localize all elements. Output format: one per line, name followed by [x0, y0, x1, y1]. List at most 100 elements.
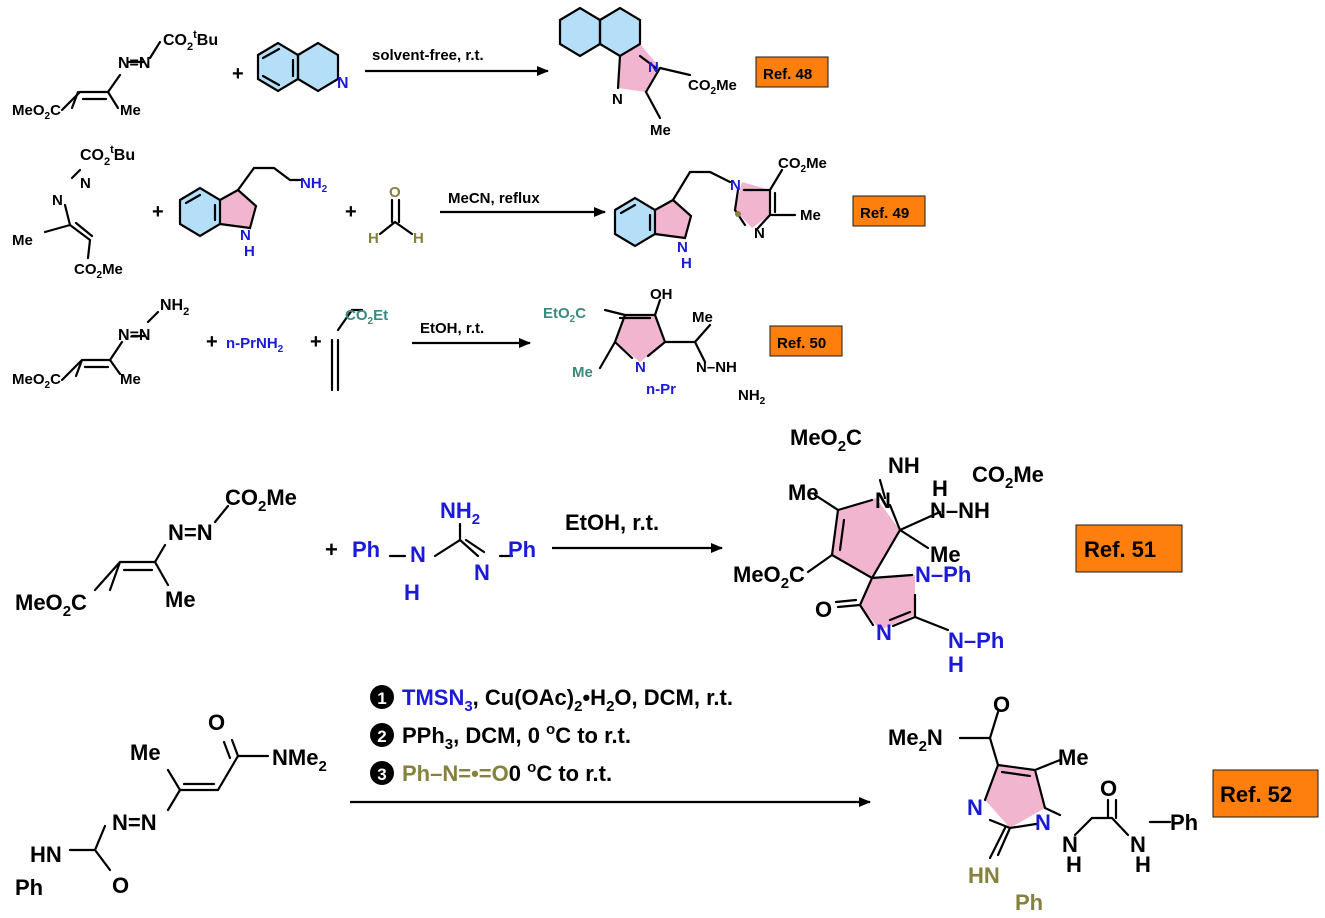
product48-ester: CO2Me — [688, 77, 737, 97]
hydrazone-reagent: NH2 N=N MeO2C Me — [12, 297, 189, 391]
r52-o: O — [208, 710, 225, 735]
formaldehyde-o: O — [389, 184, 401, 201]
product50-n: N — [635, 359, 646, 376]
hydrazone-nh2: NH2 — [160, 297, 189, 318]
n-label-a: N — [80, 175, 91, 192]
product-52: O Me2N Me O N N N Ph N H H HN Ph — [888, 692, 1198, 915]
formaldehyde: O H H — [368, 184, 424, 247]
ref-48-label: Ref. 48 — [763, 66, 812, 83]
p52-h2: H — [1135, 852, 1151, 877]
p51-h: H — [932, 476, 948, 501]
step-3-text: Ph–N=•=O0 oC to r.t. — [402, 759, 612, 786]
reaction-48: CO2tBu N=N MeO2C Me + N solvent-free, r.… — [12, 6, 829, 139]
product50-ester: EtO2C — [543, 305, 586, 325]
n-label-b: N — [52, 192, 63, 209]
ref-52-label: Ref. 52 — [1220, 782, 1292, 807]
reaction-conditions-52: 1 TMSN3, Cu(OAc)2•H2O, DCM, r.t. 2 PPh3, DC… — [370, 685, 733, 786]
plus-sign: + — [232, 63, 244, 85]
propylamine: n-PrNH2 — [226, 335, 284, 355]
p52-o2: O — [1100, 776, 1117, 801]
p52-n1: N — [967, 795, 983, 820]
r52-nme2: NMe2 — [272, 745, 327, 775]
hydrazone-me: Me — [120, 371, 141, 388]
condition-48: solvent-free, r.t. — [372, 47, 484, 64]
azoalkene-reagent-4: CO2Me N=N MeO2C Me — [15, 485, 297, 620]
diphenylguanidine: NH2 Ph N H N Ph — [352, 498, 536, 605]
hydrazone-n1: N=N — [118, 327, 150, 344]
ref-51-badge — [1075, 524, 1183, 573]
product49-indole-h: H — [681, 255, 692, 272]
ref-52-badge — [1212, 769, 1319, 818]
guanidine-ph2: Ph — [508, 537, 536, 562]
tryptamine-nh2: NH2 — [300, 175, 328, 195]
step-3-number: 3 — [377, 765, 386, 784]
guanidine-nh2: NH2 — [440, 498, 480, 528]
r52-me: Me — [130, 740, 161, 765]
reaction-50: NH2 N=N MeO2C Me + n-PrNH2 + CO2Et EtOH,… — [12, 286, 843, 407]
formaldehyde-h2: H — [413, 230, 424, 247]
product49-ester: CO2Me — [778, 155, 827, 175]
product-48: N N CO2Me Me — [558, 6, 737, 139]
condition-50: EtOH, r.t. — [420, 320, 484, 337]
methyl-ester-label: MeO2C — [12, 102, 61, 122]
r51-azo: N=N — [168, 520, 213, 545]
product-51: MeO2C NH H CO2Me Me N N–NH Me MeO2C N–Ph… — [733, 425, 1044, 677]
ester-label: CO2tBu — [163, 29, 218, 53]
p52-o: O — [993, 692, 1010, 717]
p51-nhph: N–Ph — [948, 628, 1004, 653]
carbon-marker — [735, 211, 741, 217]
step-1-number: 1 — [377, 689, 386, 708]
product50-oh: OH — [650, 286, 673, 303]
product50-hydrazone: N–NH — [696, 359, 737, 376]
p52-hn: HN — [968, 863, 1000, 888]
step-2-number: 2 — [377, 727, 386, 746]
p52-n2: N — [1035, 810, 1051, 835]
isoquinoline: N — [256, 41, 349, 93]
p51-n3: N–Ph — [915, 562, 971, 587]
p52-n3: N — [1062, 832, 1078, 857]
step-2-text: PPh3, DCM, 0 oC to r.t. — [402, 721, 631, 753]
r52-o2: O — [112, 873, 129, 898]
guanidine-h: H — [404, 580, 420, 605]
reaction-49: CO2tBu N N Me CO2Me + NH2 N H + O H H Me… — [12, 144, 926, 281]
azoalkene-reagent-1: CO2tBu N=N MeO2C Me — [12, 29, 218, 122]
product48-n2: N — [612, 91, 623, 108]
methyl-label: Me — [120, 102, 141, 119]
r51-ester: CO2Me — [225, 485, 297, 515]
product-50: OH EtO2C Me Me N n-Pr N–NH NH2 — [543, 286, 766, 407]
product50-npr: n-Pr — [646, 381, 676, 398]
product48-n1: N — [648, 59, 659, 76]
condition-51: EtOH, r.t. — [565, 510, 659, 535]
p52-n4: N — [1130, 832, 1146, 857]
plus-sign-4: + — [206, 331, 218, 353]
carbamoyl-azoalkene: O Me NMe2 N=N HN Ph O — [15, 710, 327, 900]
r51-me: Me — [165, 587, 196, 612]
formaldehyde-h1: H — [368, 230, 379, 247]
ref-51-label: Ref. 51 — [1084, 537, 1156, 562]
p52-ph2: Ph — [1015, 890, 1043, 915]
azoalkene-reagent-2: CO2tBu N N Me CO2Me — [12, 144, 135, 281]
allenoate-ester: CO2Et — [345, 307, 388, 327]
p51-n1: N — [875, 488, 891, 513]
condition-49: MeCN, reflux — [448, 190, 540, 207]
allenoate: CO2Et — [330, 307, 388, 392]
r52-azo: N=N — [112, 810, 157, 835]
product50-me2: Me — [692, 309, 713, 326]
guanidine-n1: N — [410, 542, 426, 567]
product50-me1: Me — [572, 364, 593, 381]
tryptamine: NH2 N H — [178, 166, 328, 260]
guanidine-n2: N — [474, 560, 490, 585]
step-1-text: TMSN3, Cu(OAc)2•H2O, DCM, r.t. — [402, 685, 733, 715]
p52-nme2: Me2N — [888, 725, 943, 755]
p51-n4: N — [876, 620, 892, 645]
p51-ester3: MeO2C — [733, 562, 805, 592]
r51-methyl-ester: MeO2C — [15, 590, 87, 620]
step-2-bullet — [370, 723, 394, 747]
product50-nh2: NH2 — [738, 387, 766, 407]
p51-n2: N–NH — [930, 498, 990, 523]
step-1-bullet — [370, 685, 394, 709]
p51-carbamate: MeO2C — [790, 425, 862, 455]
ref-49-badge — [852, 195, 926, 227]
